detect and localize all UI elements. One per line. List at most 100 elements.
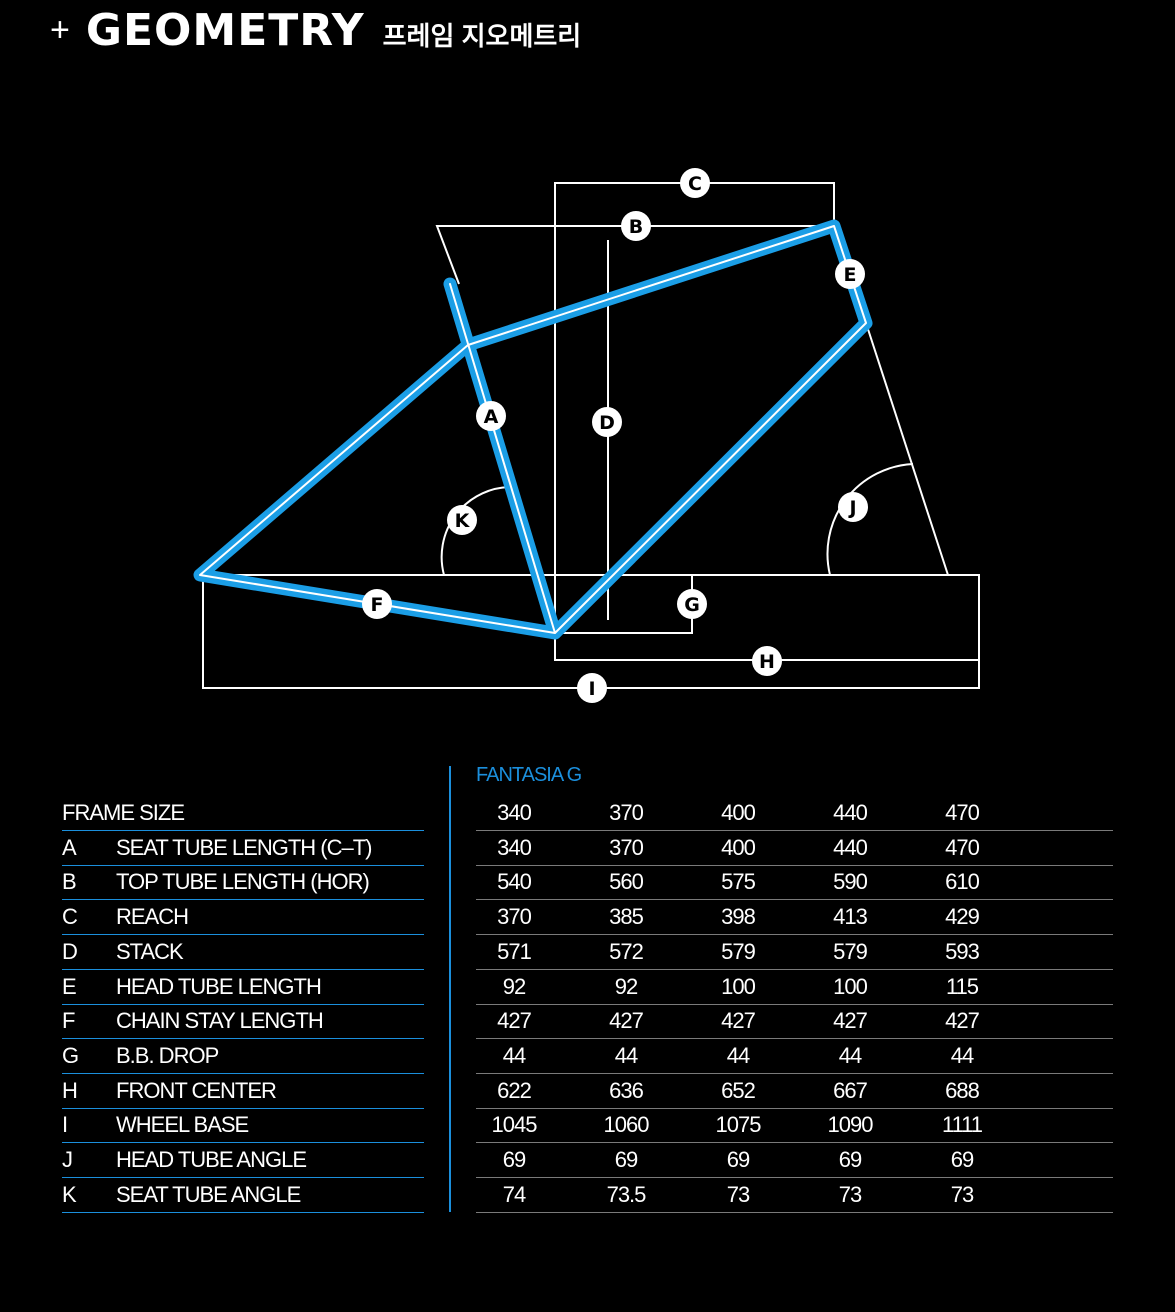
spec-row: B TOP TUBE LENGTH (HOR) [62,865,424,900]
label-a: A [476,401,506,431]
front-center-bracket [554,575,979,661]
spec-row: J HEAD TUBE ANGLE [62,1143,424,1178]
value-cell: 590 [833,869,868,894]
page-title: GEOMETRY [85,4,365,56]
spec-key: D [62,939,78,964]
label-g: G [677,589,707,619]
column-divider [449,766,451,1212]
value-cell: 427 [945,1008,980,1033]
spec-row: G B.B. DROP [62,1039,424,1074]
spec-key: G [62,1043,79,1068]
label-k: K [447,505,477,535]
label-h: H [752,646,782,676]
value-cell: 688 [945,1078,980,1103]
value-cell: 44 [502,1043,526,1068]
value-cell: 73 [950,1182,974,1207]
head-angle-arc [826,463,914,576]
bike-frame [193,219,873,640]
value-cell: 413 [833,904,868,929]
label-j: J [838,492,868,522]
value-cell: 579 [833,939,868,964]
svg-text:I: I [588,678,595,700]
value-cell: 400 [721,835,756,860]
value-cell: 73.5 [606,1182,647,1207]
spec-label: REACH [116,904,189,929]
svg-text:D: D [599,412,615,434]
value-cell: 69 [950,1147,974,1172]
wheelbase-box [202,574,980,689]
value-cell: 92 [614,974,638,999]
value-cell: 340 [497,835,532,860]
spec-row: C REACH [62,900,424,935]
section-header: + GEOMETRY 프레임 지오메트리 [50,0,581,60]
value-cell: 370 [609,835,644,860]
label-e: E [835,259,865,289]
spec-label: B.B. DROP [116,1043,219,1068]
value-cell: 593 [945,939,980,964]
dimension-labels: C B E A D K J F G H I [362,168,868,703]
value-cell: 69 [838,1147,862,1172]
value-cell: 44 [614,1043,638,1068]
spec-label: TOP TUBE LENGTH (HOR) [116,869,370,894]
spec-key: J [62,1147,73,1172]
svg-text:C: C [688,173,702,195]
spec-key: B [62,869,77,894]
value-cell: 115 [945,974,979,999]
label-f: F [362,589,392,619]
value-cell: 440 [833,800,868,825]
value-cell: 1111 [941,1112,983,1137]
label-b: B [621,211,651,241]
value-cell: 636 [609,1078,644,1103]
plus-icon: + [50,11,70,49]
spec-key: E [62,974,77,999]
value-cell: 69 [726,1147,750,1172]
spec-key: I [62,1112,68,1137]
value-cell: 100 [721,974,756,999]
value-cell: 69 [502,1147,526,1172]
spec-label: SEAT TUBE ANGLE [116,1182,301,1207]
value-cell: 652 [721,1078,756,1103]
spec-key: K [62,1182,77,1207]
spec-key: F [62,1008,75,1033]
spec-row: K SEAT TUBE ANGLE [62,1178,424,1213]
svg-text:J: J [847,497,856,519]
svg-text:K: K [455,510,471,532]
spec-label: HEAD TUBE ANGLE [116,1147,307,1172]
value-cell: 100 [833,974,868,999]
value-cell: 1090 [827,1112,874,1137]
svg-text:A: A [484,406,499,428]
value-cell: 470 [945,800,980,825]
value-cell: 1060 [603,1112,650,1137]
value-cell: 73 [838,1182,862,1207]
spec-key: H [62,1078,78,1103]
svg-text:B: B [629,216,643,238]
value-cell: 579 [721,939,756,964]
value-cell: 540 [497,869,532,894]
value-cell: 44 [726,1043,750,1068]
spec-key: C [62,904,78,929]
value-cell: 1045 [491,1112,538,1137]
value-cell: 575 [721,869,756,894]
value-cell: 427 [497,1008,532,1033]
label-c: C [680,168,710,198]
value-cell: 667 [833,1078,868,1103]
value-cell: 385 [609,904,644,929]
value-row: 622 636 652 667 688 [476,1074,1113,1109]
value-cell: 622 [497,1078,532,1103]
value-cell: 74 [502,1182,526,1207]
svg-text:H: H [759,651,775,673]
value-cell: 400 [721,800,756,825]
